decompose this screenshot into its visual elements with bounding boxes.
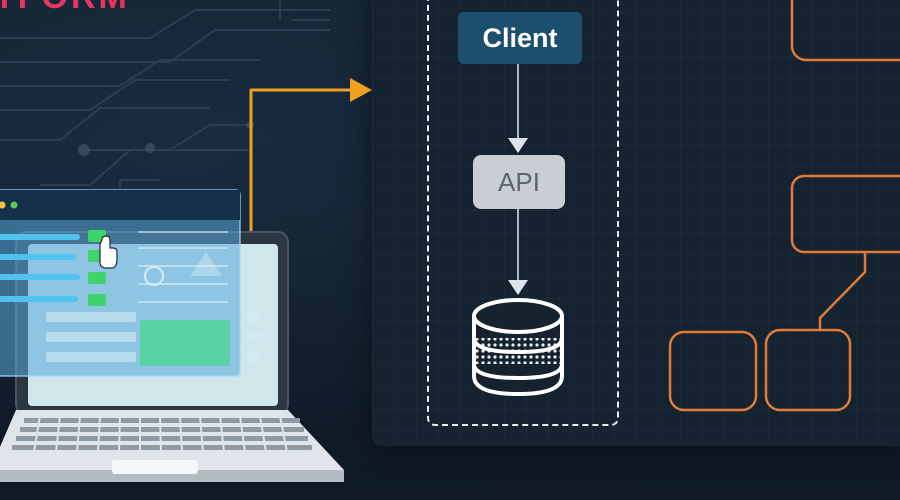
architecture-panel bbox=[372, 0, 900, 446]
outline-box-middle bbox=[790, 174, 900, 254]
system-boundary bbox=[427, 0, 619, 426]
outline-box-top bbox=[790, 0, 900, 62]
api-node[interactable]: API bbox=[473, 155, 565, 209]
outline-box-left bbox=[668, 330, 758, 412]
hand-cursor-icon bbox=[99, 235, 118, 269]
arrow-down-icon bbox=[508, 280, 528, 295]
api-label: API bbox=[498, 166, 540, 197]
client-node[interactable]: Client bbox=[458, 12, 582, 64]
brand-title-fragment: TFORM bbox=[0, 0, 130, 17]
arrow-head-icon bbox=[350, 78, 372, 102]
arrow-down-icon bbox=[508, 138, 528, 153]
outline-box-right bbox=[764, 328, 852, 412]
client-label: Client bbox=[482, 22, 558, 53]
